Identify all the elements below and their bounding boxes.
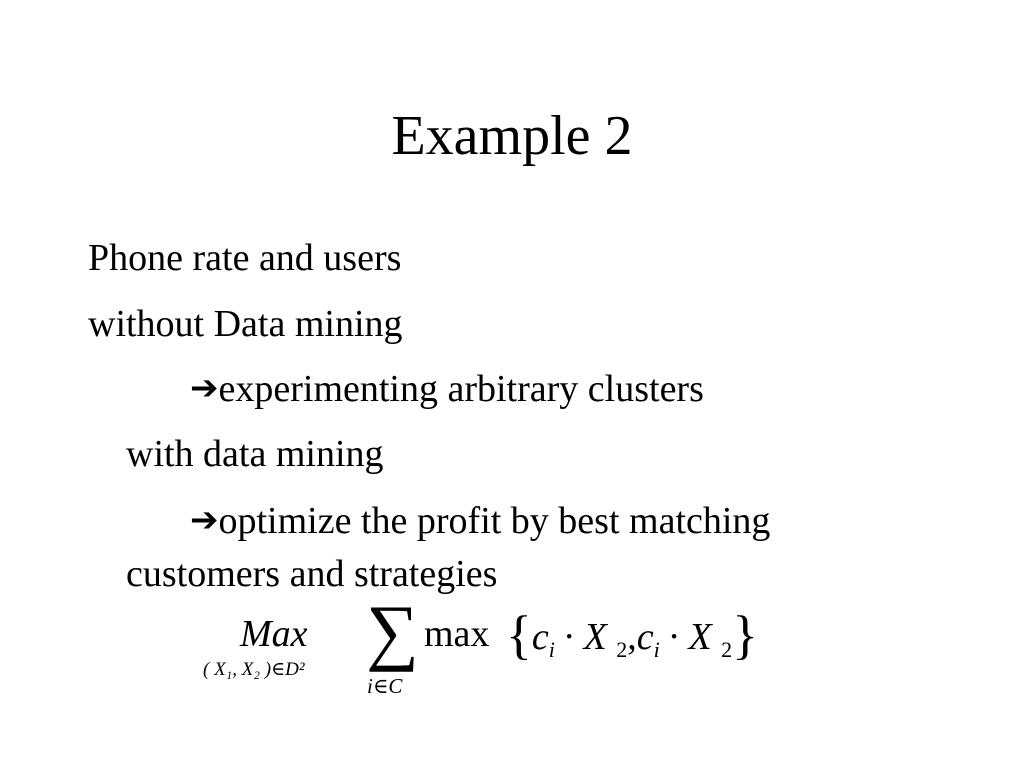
formula-close-brace: } <box>732 605 759 665</box>
formula-x-1: X <box>583 616 607 658</box>
arrow-right-icon: ➔ <box>190 368 219 408</box>
formula-dot-2: · <box>667 616 681 658</box>
formula-c-1: c <box>531 616 549 658</box>
formula-dot-1: · <box>562 616 576 658</box>
bullet-line-3-text: experimenting arbitrary clusters <box>218 368 704 410</box>
formula-open-brace: { <box>506 605 532 665</box>
bullet-line-1: Phone rate and users <box>88 237 402 279</box>
formula-comma: , <box>627 616 637 658</box>
formula-sum-symbol: ∑ <box>366 591 419 673</box>
formula-two-1: 2 <box>616 637 628 662</box>
formula-x-2: X <box>688 616 712 658</box>
bullet-line-3: ➔experimenting arbitrary clusters <box>190 366 704 411</box>
formula-c-2: c <box>636 616 654 658</box>
slide-title: Example 2 <box>391 105 633 167</box>
formula-sum-subscript: i∈C <box>367 674 403 698</box>
bullet-line-5: ➔optimize the profit by best matching <box>190 498 770 543</box>
bullet-line-4: with data mining <box>126 433 384 475</box>
formula-set: {ci·X 2,ci·X 2} <box>506 604 758 666</box>
arrow-right-icon: ➔ <box>190 500 219 540</box>
formula-max-function: max <box>424 613 490 655</box>
formula-i-2: i <box>653 637 660 662</box>
bullet-line-2: without Data mining <box>88 303 403 345</box>
formula-max-operator: Max <box>240 613 308 655</box>
formula-max-subscript: ( X₁, X₂ )∈D² <box>203 659 305 680</box>
formula-two-2: 2 <box>721 637 733 662</box>
bullet-line-5-text: optimize the profit by best matching <box>218 500 771 542</box>
formula-i-1: i <box>548 637 555 662</box>
bullet-line-6: customers and strategies <box>126 553 498 595</box>
